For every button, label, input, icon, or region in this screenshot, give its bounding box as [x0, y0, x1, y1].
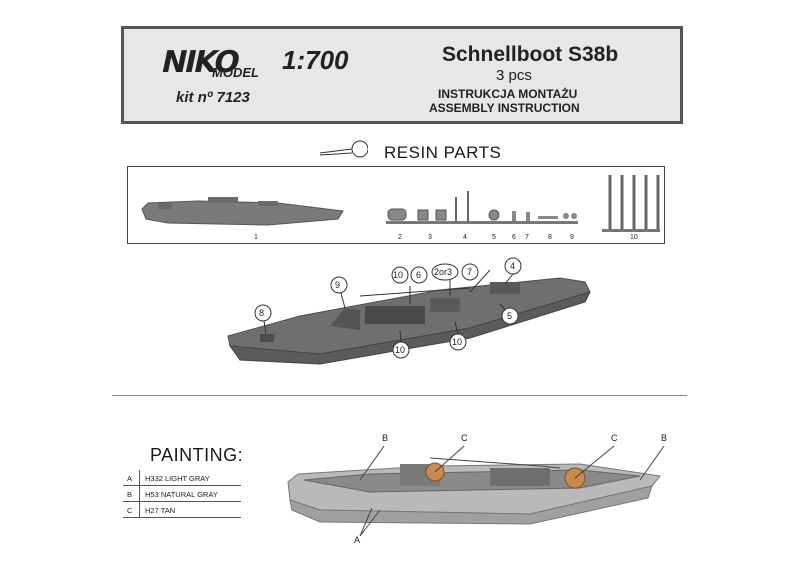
resin-pour-icon: [319, 140, 368, 158]
callout-part-10: 10: [395, 345, 406, 355]
callout-part-7: 7: [467, 267, 473, 277]
paint-row-b: B H53 NATURAL GRAY: [123, 486, 241, 502]
paint-row-a: A H332 LIGHT GRAY: [123, 470, 241, 486]
callout-part-6: 6: [416, 270, 422, 280]
part-number: 4: [463, 234, 467, 241]
part-number: 9: [570, 234, 574, 241]
callout-part-8: 8: [259, 308, 265, 318]
part-number: 8: [548, 234, 552, 241]
paint-callout-b: B: [382, 433, 389, 443]
part-number: 6: [512, 234, 516, 241]
instruction-polish: INSTRUKCJA MONTAŻU: [438, 87, 578, 101]
pieces-count: 3 pcs: [496, 67, 532, 84]
callout-part-10: 10: [452, 337, 463, 347]
assembly-diagram: [227, 257, 591, 365]
header-box: NIKO MODEL 1:700 kit nº 7123 Schnellboot…: [121, 26, 683, 124]
model-title: Schnellboot S38b: [442, 43, 619, 66]
scale-label: 1:700: [282, 45, 349, 75]
part-number: 10: [630, 234, 638, 241]
part-number: 2: [398, 234, 402, 241]
callout-part-2or3: 2or3: [434, 267, 453, 277]
brand-logo-sub: MODEL: [212, 65, 259, 80]
paint-row-c: C H27 TAN: [123, 502, 241, 518]
paint-name: H27 TAN: [145, 506, 176, 515]
resin-parts-label: RESIN PARTS: [384, 143, 502, 162]
paint-callout-c: C: [461, 433, 468, 443]
paint-code: B: [127, 490, 133, 499]
paint-callout-b: B: [661, 433, 668, 443]
part-10-sprue: [602, 229, 660, 232]
part-number: 5: [492, 234, 496, 241]
paint-name: H332 LIGHT GRAY: [145, 474, 210, 483]
callout-part-10: 10: [393, 270, 404, 280]
paint-name: H53 NATURAL GRAY: [145, 490, 218, 499]
paint-callout-a: A: [354, 535, 361, 545]
section-divider: [112, 395, 687, 396]
part-number: 7: [525, 234, 529, 241]
small-parts-sprue: [386, 221, 578, 224]
callout-part-4: 4: [510, 261, 516, 271]
part-1-hull: [141, 197, 344, 226]
painting-diagram: [287, 445, 665, 537]
parts-sprue-box: 1 2 3 4 5 6 7 8 9 10: [127, 166, 665, 244]
callout-part-5: 5: [507, 311, 513, 321]
painting-title: PAINTING:: [150, 445, 244, 465]
part-number: 1: [254, 234, 258, 241]
instruction-english: ASSEMBLY INSTRUCTION: [429, 101, 580, 115]
paint-code: A: [127, 474, 133, 483]
paint-code: C: [127, 506, 133, 515]
paint-callout-c: C: [611, 433, 618, 443]
part-number: 3: [428, 234, 432, 241]
kit-number: kit nº 7123: [176, 89, 250, 106]
parts-illustration: [141, 175, 660, 232]
callout-part-9: 9: [335, 280, 341, 290]
